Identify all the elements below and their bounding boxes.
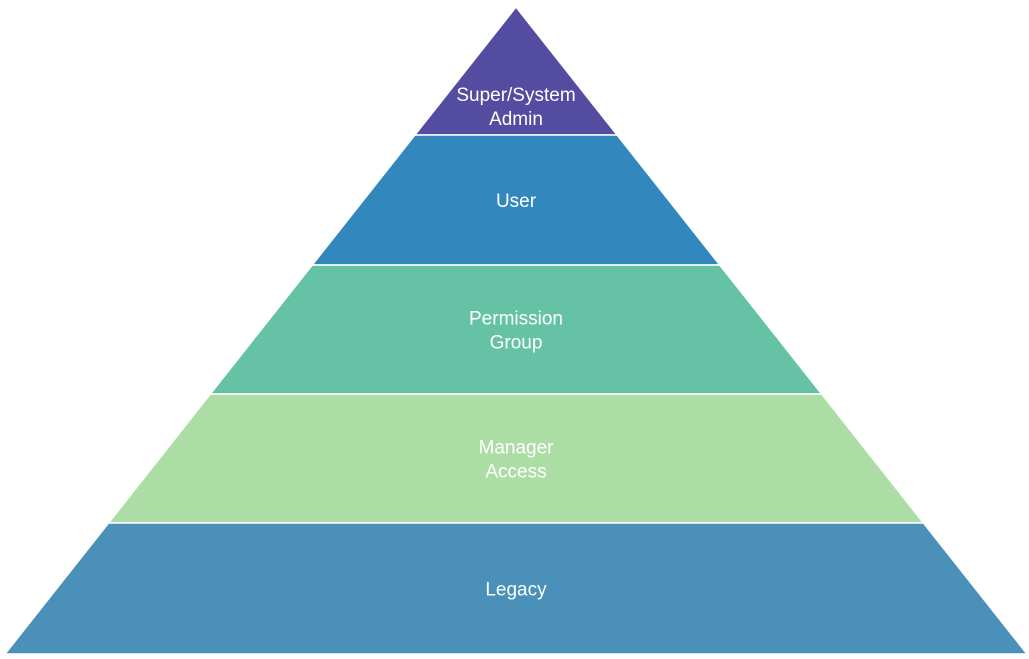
pyramid-tier-shape — [208, 264, 824, 395]
pyramid-tier-label-line: Manager — [479, 438, 555, 459]
pyramid-tier-5: Legacy — [3, 522, 1029, 655]
pyramid-tier-label-line: Legacy — [485, 580, 547, 601]
pyramid-tier-label: Legacy — [485, 580, 547, 601]
pyramid-tier-2: User — [310, 134, 722, 266]
pyramid-tier-label-line: Admin — [489, 109, 543, 130]
pyramid-tier-label-line: Super/System — [456, 85, 575, 106]
pyramid-tier-label: User — [496, 191, 537, 212]
pyramid-tier-label-line: Permission — [469, 309, 563, 330]
pyramid-tier-shape — [106, 393, 926, 524]
pyramid-tier-label-line: Group — [490, 333, 543, 354]
pyramid-tier-label-line: User — [496, 191, 537, 212]
pyramid-tier-shape — [3, 522, 1029, 655]
pyramid-tier-label-line: Access — [485, 462, 546, 483]
